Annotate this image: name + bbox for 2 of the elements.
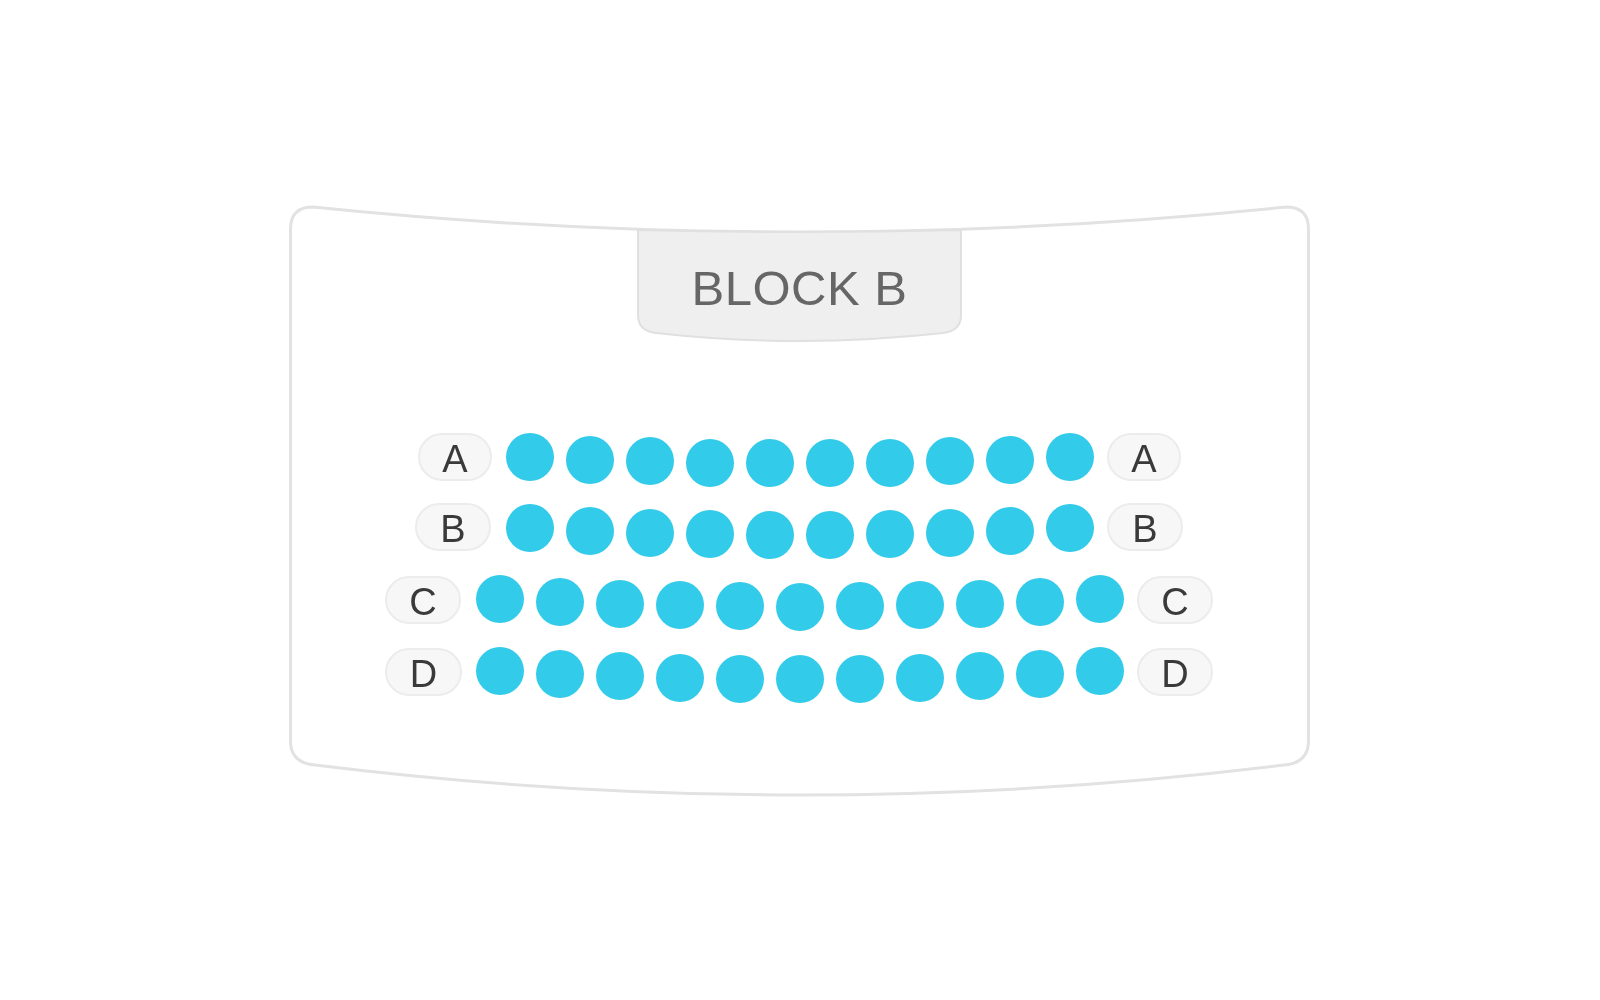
block-tab — [637, 229, 962, 342]
block-title: BLOCK B — [691, 263, 908, 313]
